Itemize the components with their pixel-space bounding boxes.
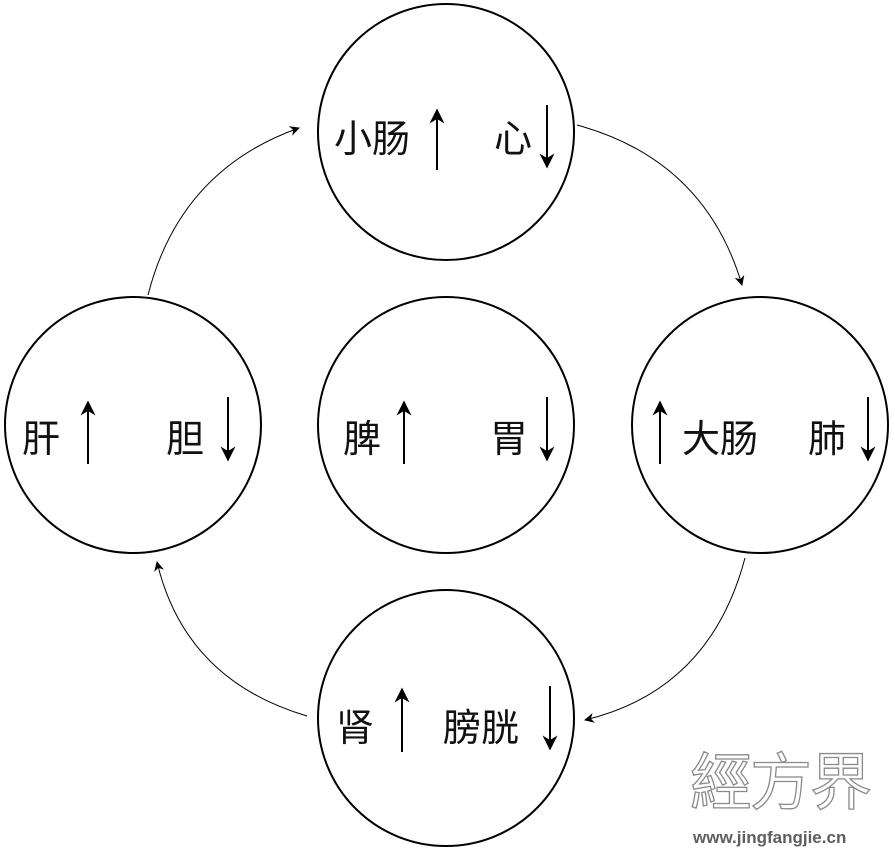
node-left-right-organ: 胆 (166, 417, 204, 461)
node-center-right-organ: 胃 (490, 417, 528, 461)
node-center-left-organ: 脾 (343, 417, 381, 461)
node-top-left-organ: 小肠 (334, 117, 410, 161)
node-right-circle (631, 296, 889, 554)
node-top-circle (317, 3, 575, 261)
cycle-arrow-bottom-to-left (154, 561, 308, 717)
node-right-left-organ: 大肠 (682, 417, 758, 461)
node-left-circle (4, 296, 262, 554)
node-bottom-right-organ: 膀胱 (443, 706, 519, 750)
node-center: 脾 胃 (317, 296, 575, 554)
node-center-circle (317, 296, 575, 554)
node-left: 肝 胆 (4, 296, 262, 554)
watermark-url: www.jingfangjie.cn (693, 828, 847, 847)
node-bottom: 肾 膀胱 (317, 589, 575, 847)
node-bottom-circle (317, 589, 575, 847)
cycle-arrow-left-to-top (147, 126, 300, 296)
node-top: 小肠 心 (317, 3, 575, 261)
node-bottom-left-organ: 肾 (336, 706, 374, 750)
node-right: 大肠 肺 (631, 296, 889, 554)
node-right-right-organ: 肺 (808, 417, 846, 461)
node-top-right-organ: 心 (494, 117, 532, 161)
watermark-logo: 經方界 (689, 746, 872, 819)
cycle-arrow-right-to-bottom (584, 557, 746, 723)
cycle-arrow-top-to-right (576, 124, 745, 286)
node-left-left-organ: 肝 (22, 417, 60, 461)
